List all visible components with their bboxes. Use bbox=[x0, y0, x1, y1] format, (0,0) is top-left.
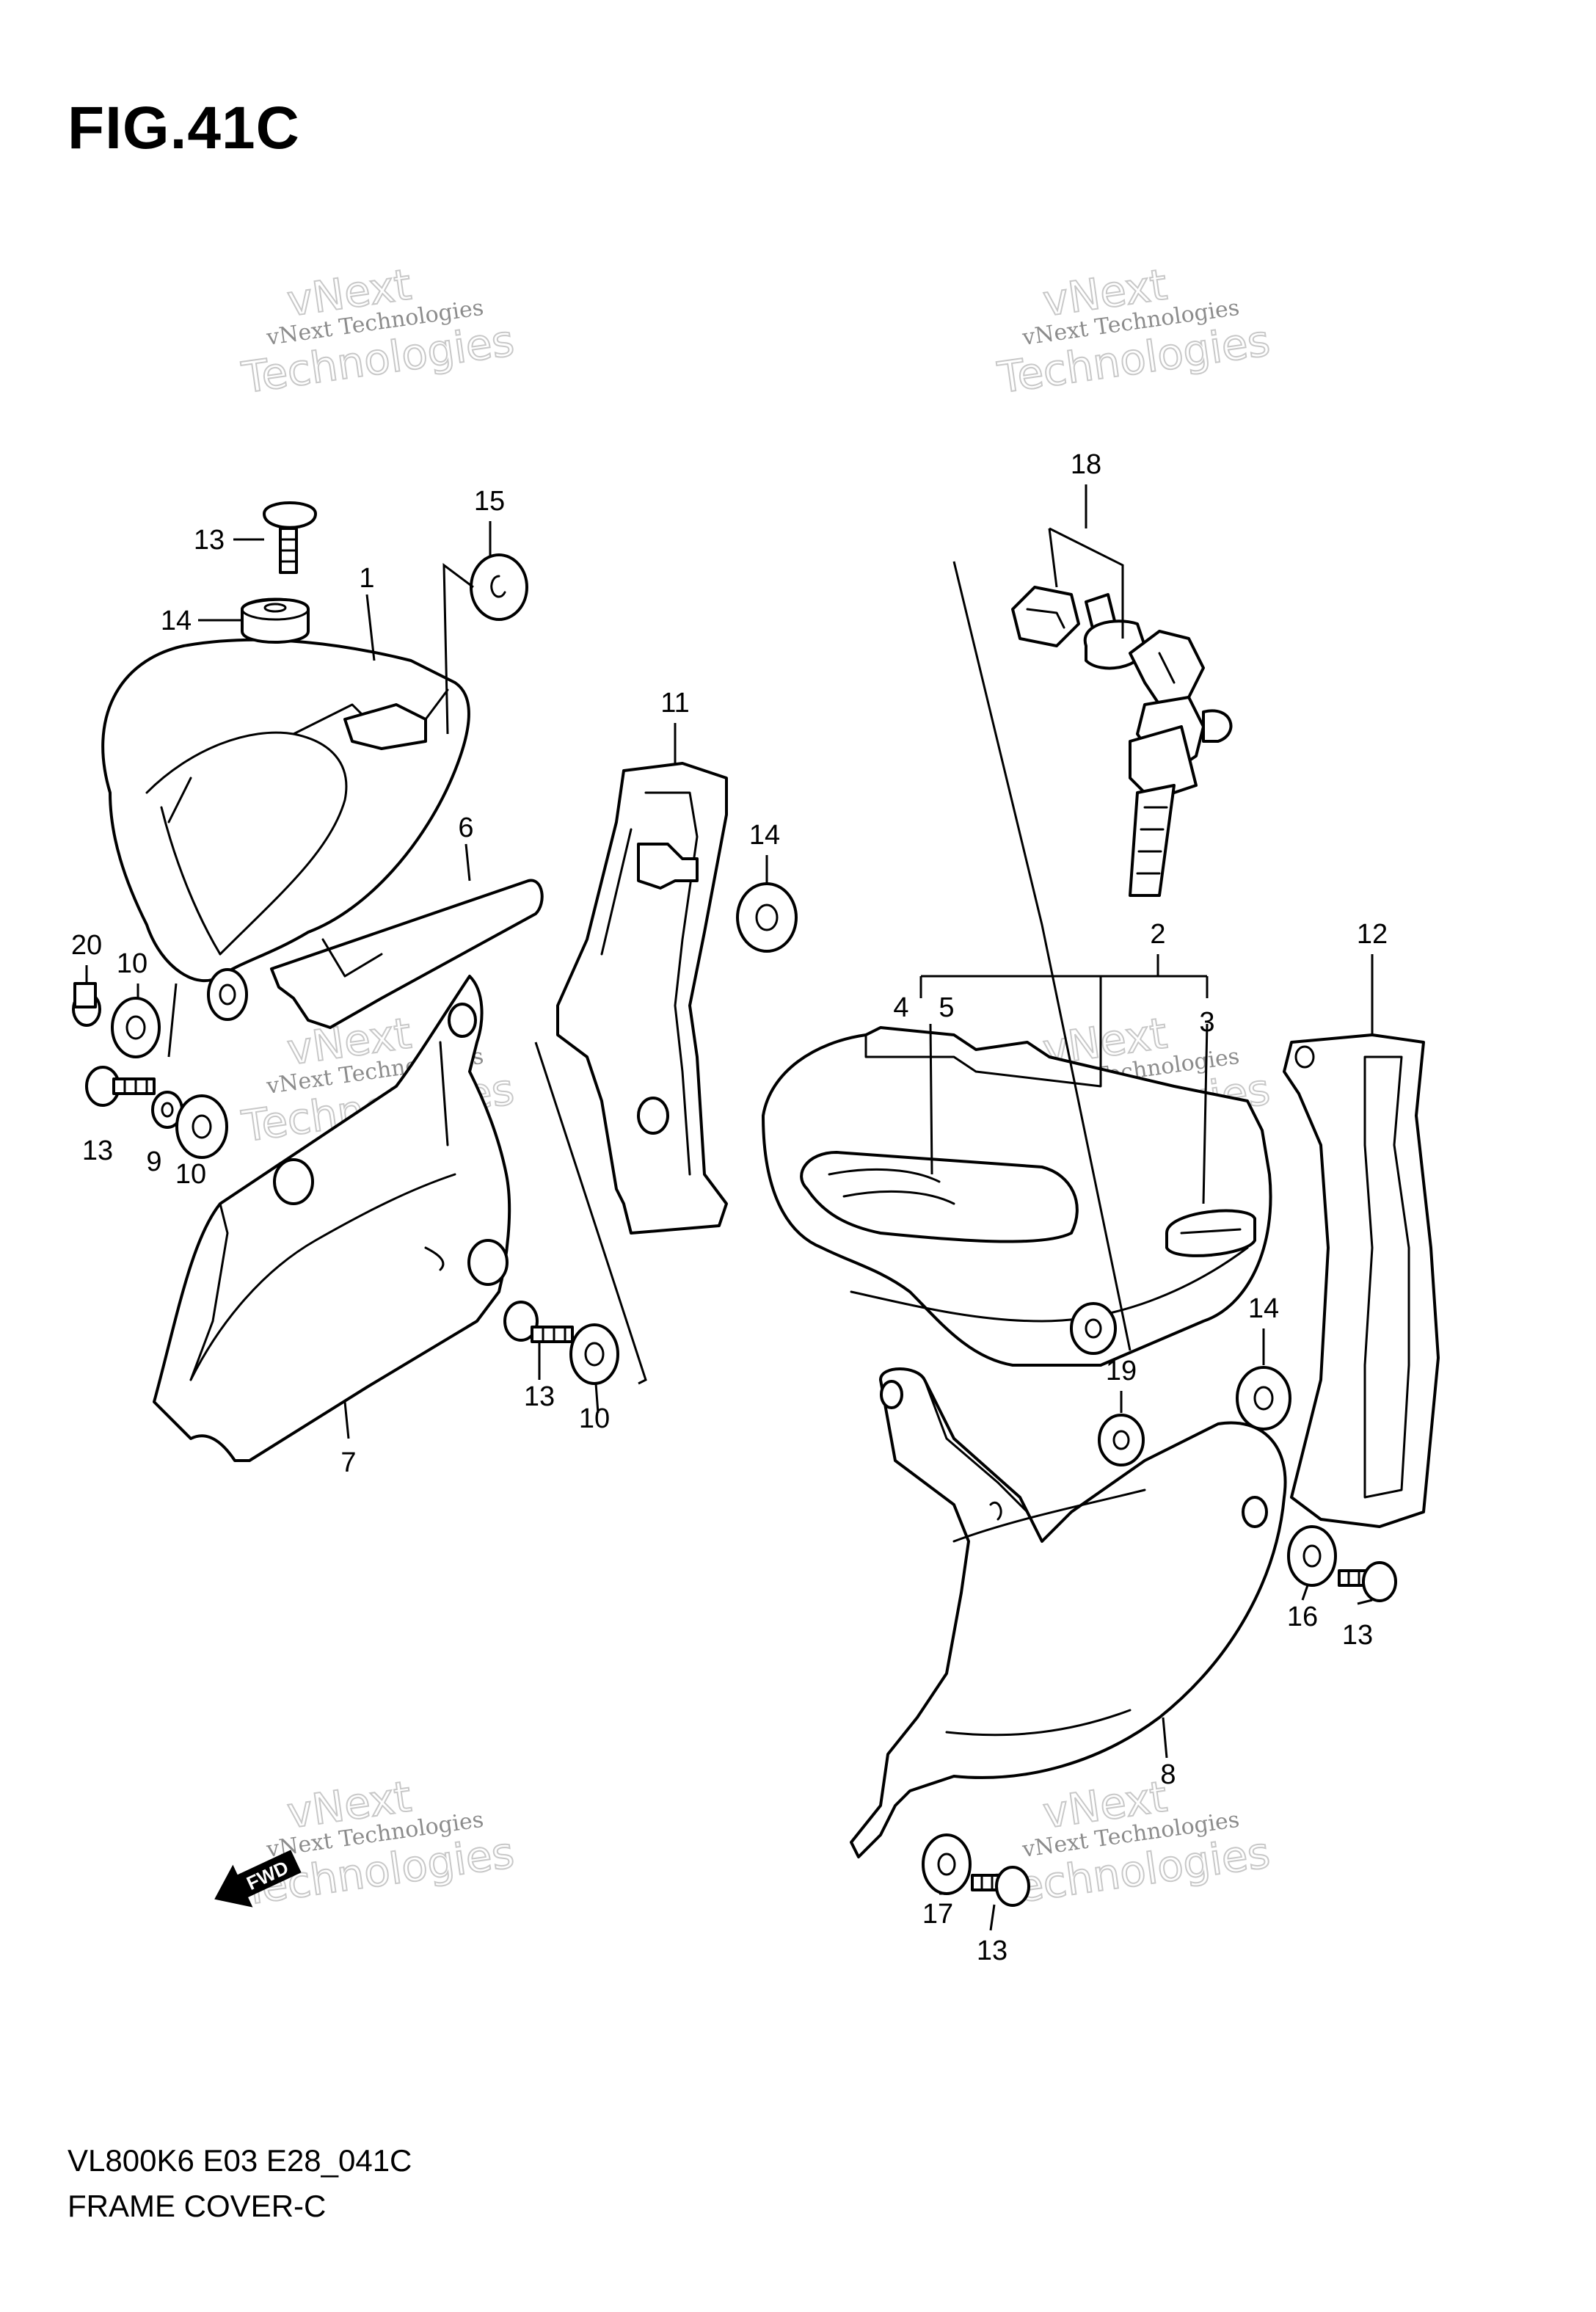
callout-12: 12 bbox=[1357, 919, 1388, 950]
part-12-gasket bbox=[1283, 1033, 1440, 1528]
callout-11: 11 bbox=[660, 688, 689, 719]
part-10-grommet bbox=[569, 1323, 619, 1385]
callout-18: 18 bbox=[1071, 449, 1101, 480]
part-8-cover bbox=[850, 1367, 1287, 1858]
part-15-grommet bbox=[470, 553, 528, 621]
figure-title: FIG.41C bbox=[68, 95, 300, 161]
callout-1: 1 bbox=[359, 563, 374, 594]
part-9-washer bbox=[151, 1091, 183, 1129]
part-19-grommet bbox=[1098, 1414, 1145, 1466]
part-13-bolt bbox=[1338, 1561, 1397, 1602]
watermark: vNext vNext Technologies Technologies bbox=[238, 258, 517, 404]
callout-8: 8 bbox=[1160, 1759, 1176, 1790]
part-13-bolt bbox=[263, 501, 317, 574]
callout-4: 4 bbox=[893, 992, 908, 1023]
callout-5: 5 bbox=[939, 992, 954, 1023]
part-14-rubber bbox=[241, 597, 310, 644]
callout-16: 16 bbox=[1287, 1602, 1318, 1632]
part-14-grommet bbox=[736, 882, 798, 953]
callout-14: 14 bbox=[749, 820, 780, 851]
part-7-cover bbox=[153, 975, 511, 1462]
callout-9: 9 bbox=[146, 1146, 161, 1177]
part-13-bolt bbox=[85, 1066, 156, 1107]
part-10-grommet bbox=[111, 997, 161, 1058]
part-16-grommet bbox=[1287, 1525, 1337, 1587]
callout-13: 13 bbox=[82, 1135, 113, 1166]
figure-model-code: VL800K6 E03 E28_041C bbox=[68, 2143, 412, 2178]
part-13-bolt bbox=[971, 1866, 1030, 1907]
callout-17: 17 bbox=[922, 1899, 953, 1930]
callout-20: 20 bbox=[71, 930, 102, 961]
leader-lines bbox=[85, 484, 1374, 1931]
callout-13: 13 bbox=[977, 1935, 1007, 1966]
part-20-bolt bbox=[72, 982, 101, 1027]
part-1-cover bbox=[101, 638, 470, 1021]
figure-name: FRAME COVER-C bbox=[68, 2189, 327, 2223]
part-13-bolt bbox=[503, 1301, 574, 1343]
callout-19: 19 bbox=[1106, 1356, 1137, 1386]
watermark: vNext vNext Technologies Technologies bbox=[238, 1770, 517, 1916]
part-18-lock-set bbox=[1011, 586, 1233, 897]
callout-10: 10 bbox=[117, 948, 147, 979]
part-17-grommet bbox=[922, 1833, 972, 1895]
watermark: vNext vNext Technologies Technologies bbox=[994, 258, 1273, 404]
part-14-grommet bbox=[1236, 1366, 1291, 1431]
part-2-cover bbox=[762, 1026, 1272, 1367]
callout-13: 13 bbox=[194, 525, 225, 556]
callout-14: 14 bbox=[161, 606, 192, 636]
callout-7: 7 bbox=[340, 1447, 356, 1478]
callout-15: 15 bbox=[474, 486, 505, 517]
part-6-plate bbox=[270, 879, 544, 1029]
callout-2: 2 bbox=[1150, 919, 1165, 950]
callout-14: 14 bbox=[1248, 1293, 1279, 1324]
callout-3: 3 bbox=[1199, 1007, 1214, 1038]
part-10-grommet bbox=[175, 1094, 228, 1159]
part-11-bracket bbox=[556, 762, 728, 1235]
callout-13: 13 bbox=[524, 1381, 555, 1412]
callout-10: 10 bbox=[175, 1159, 206, 1190]
callout-6: 6 bbox=[458, 813, 473, 843]
callout-labels: 13 15 14 1 6 20 10 13 9 10 7 11 14 13 10… bbox=[71, 449, 1388, 1966]
callout-13: 13 bbox=[1342, 1620, 1373, 1651]
callout-10: 10 bbox=[579, 1403, 610, 1434]
